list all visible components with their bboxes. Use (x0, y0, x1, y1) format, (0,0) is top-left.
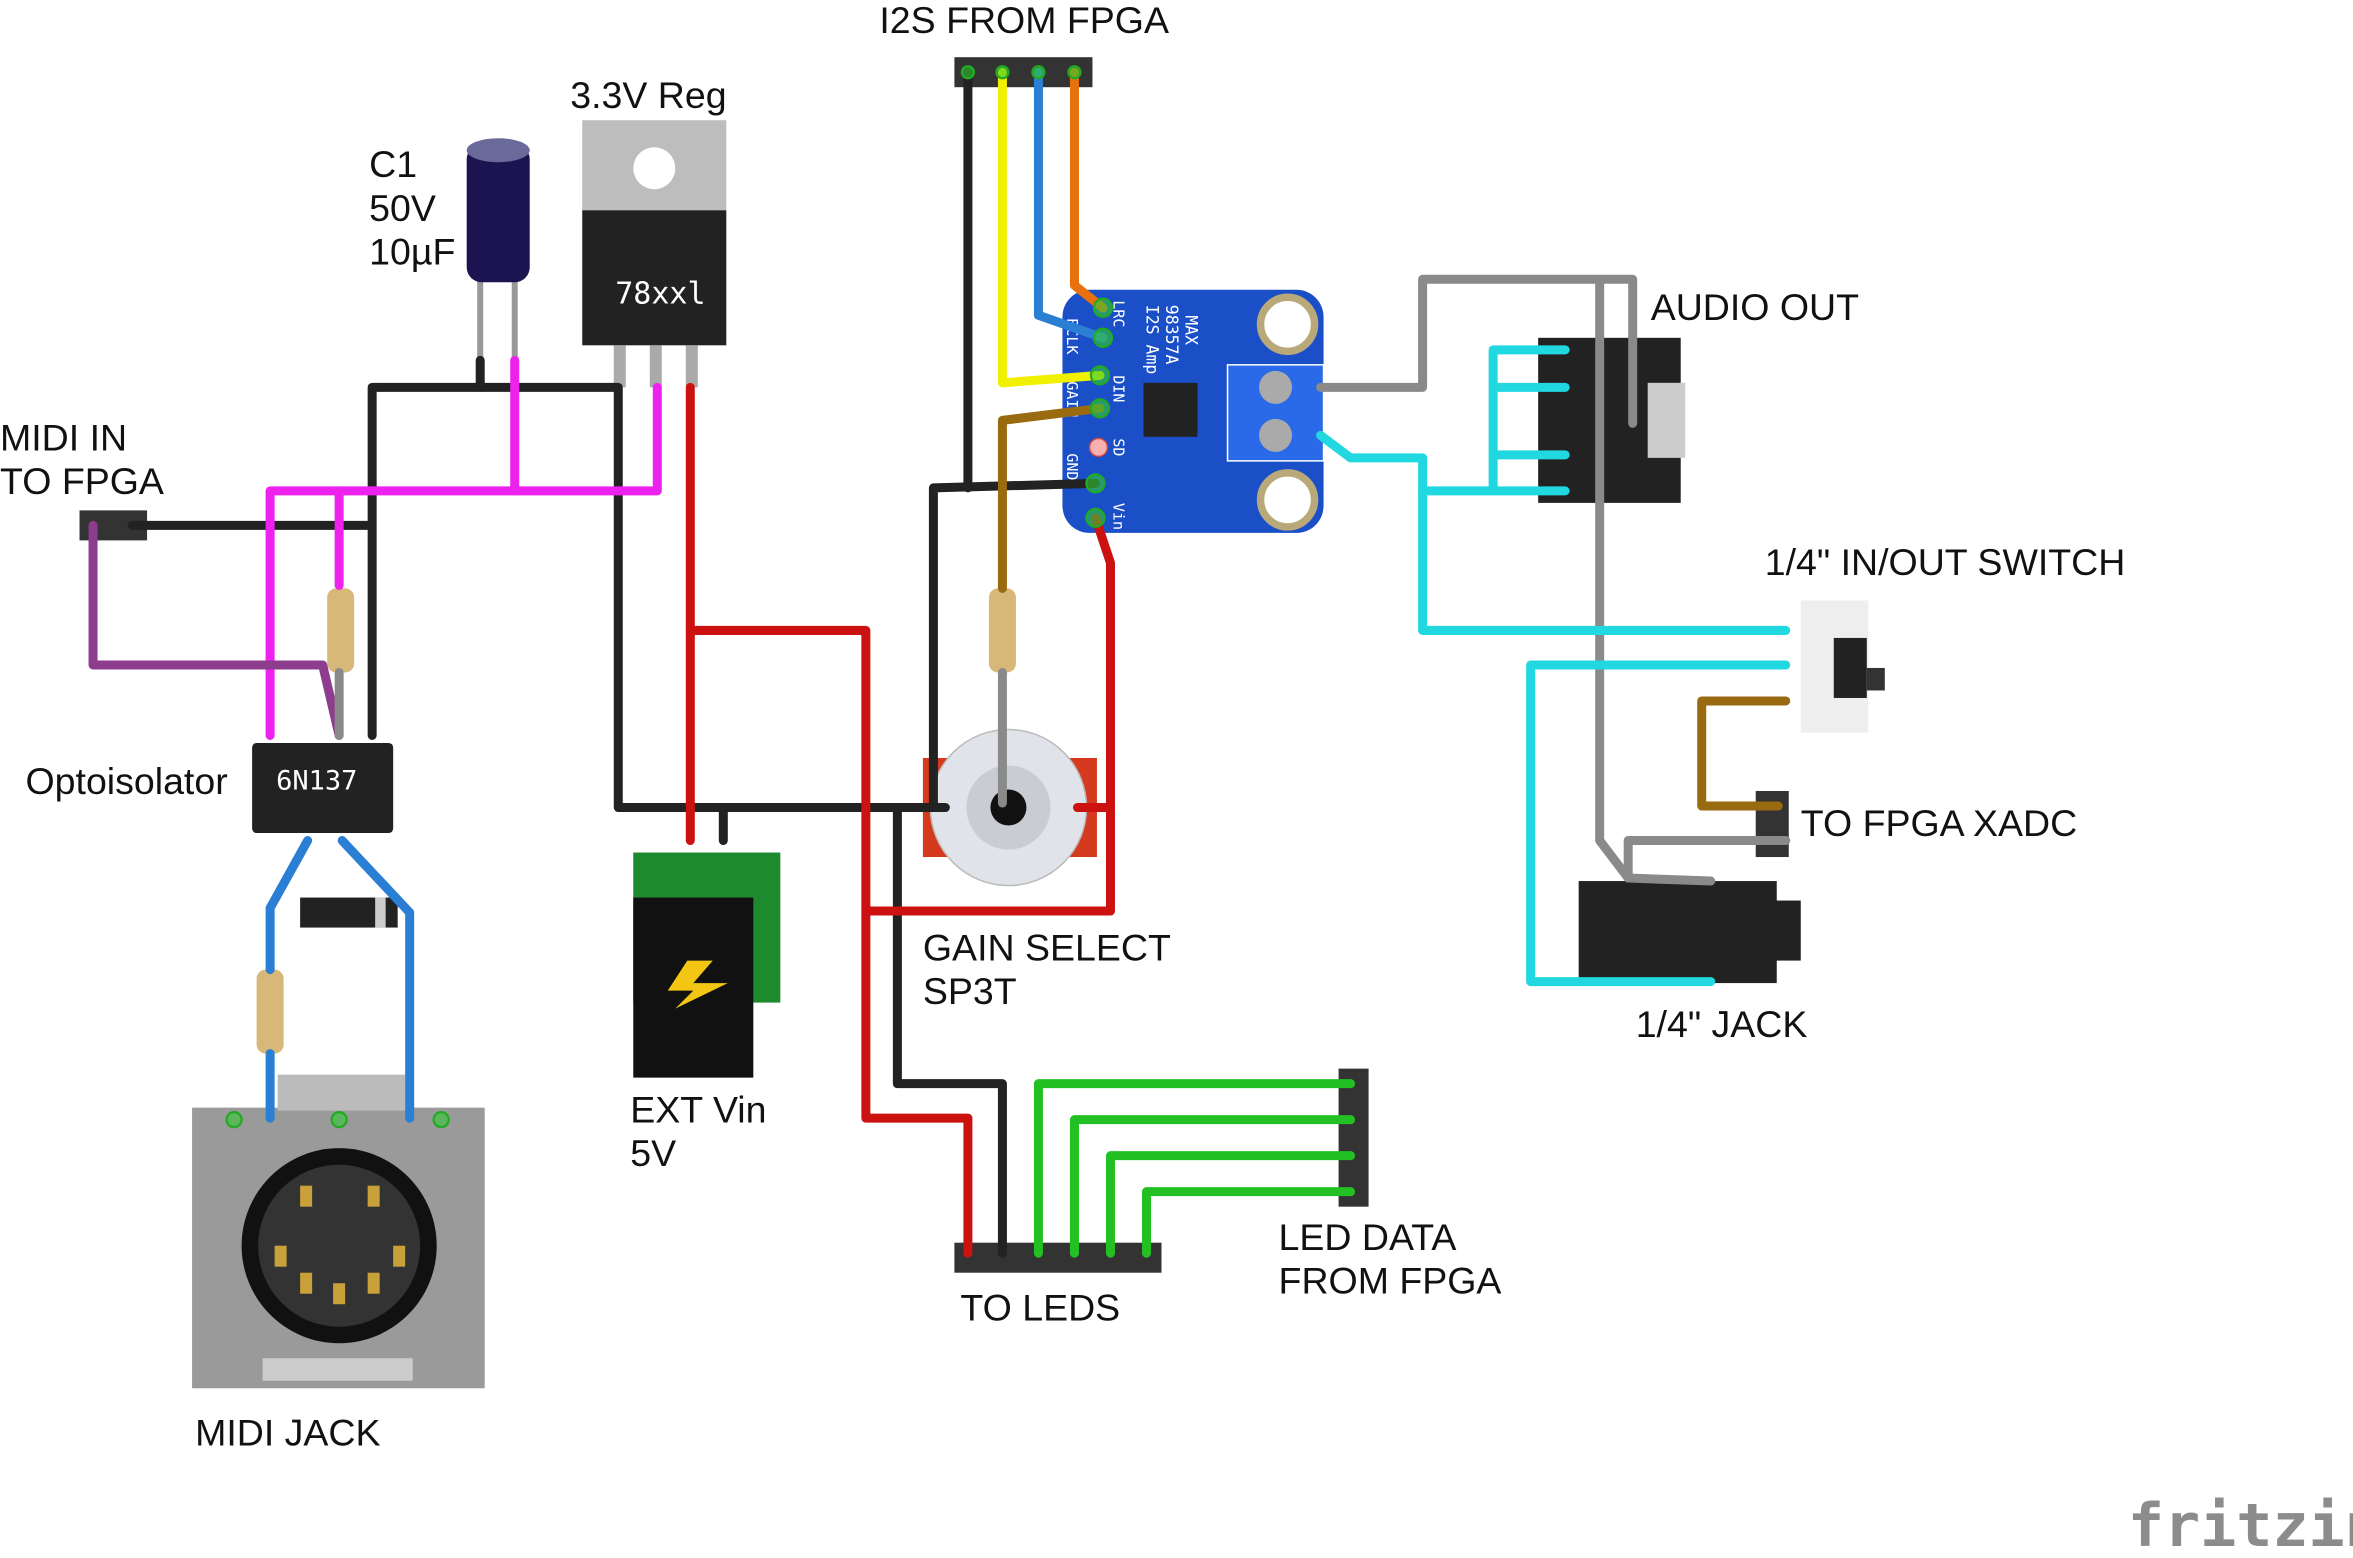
wire-cyan (1316, 430, 1791, 635)
label-midi-jack: MIDI JACK (195, 1411, 380, 1453)
quarter-inch-jack[interactable] (1578, 881, 1801, 984)
wire-black (475, 382, 950, 813)
label-midi-in-1: MIDI IN (0, 416, 127, 458)
wire-cyan (1526, 660, 1791, 987)
amp-pin-lrc: LRC (1109, 300, 1127, 327)
label-switch: 1/4" IN/OUT SWITCH (1765, 541, 2126, 583)
optoisolator-6n137[interactable]: 6N137 (252, 742, 394, 834)
amp-name-1: MAX (1182, 315, 1201, 345)
label-jack: 1/4" JACK (1636, 1003, 1808, 1045)
wire-blue (337, 836, 415, 1123)
label-ext-vin-1: EXT Vin (630, 1089, 766, 1131)
wire-yellow (997, 67, 1105, 388)
amp-name-3: I2S Amp (1142, 305, 1161, 375)
in-out-switch[interactable] (1800, 600, 1885, 733)
label-i2s: I2S FROM FPGA (879, 0, 1169, 41)
wire-magenta (265, 382, 662, 740)
label-midi-in-2: TO FPGA (0, 460, 164, 502)
label-xadc: TO FPGA XADC (1801, 802, 2077, 844)
label-led-data-1: LED DATA (1279, 1216, 1457, 1258)
amp-pin-vin: Vin (1109, 503, 1127, 530)
amp-name-2: 98357A (1162, 305, 1181, 365)
headers[interactable] (79, 57, 1789, 1273)
label-reg: 3.3V Reg (570, 74, 726, 116)
wire-gray (1595, 274, 1633, 883)
voltage-regulator[interactable]: 78xxl (582, 120, 727, 388)
label-ext-vin-2: 5V (630, 1132, 676, 1174)
wire-blue (1033, 67, 1108, 343)
label-cap-3: 10µF (369, 230, 455, 272)
svg-text:MAX: MAX (1182, 315, 1201, 345)
wire-red (861, 513, 1115, 916)
wire-gray (1623, 873, 1716, 886)
wire-purple (88, 520, 344, 740)
label-opto: Optoisolator (26, 760, 228, 802)
amp-pin-din: DIN (1109, 375, 1127, 402)
wire-green (1141, 1187, 1356, 1258)
label-led-data-2: FROM FPGA (1279, 1260, 1502, 1302)
dc-power-jack[interactable] (633, 852, 781, 1078)
wire-green (1105, 1151, 1356, 1258)
wire-black (892, 803, 1007, 1258)
wire-gray (1316, 274, 1638, 428)
wire-orange (1069, 67, 1108, 313)
pins (225, 65, 1114, 1129)
wires (88, 67, 1791, 1258)
rotary-switch-sp3t[interactable] (922, 728, 1097, 887)
wire-gray (1623, 836, 1791, 883)
audio-out-jack[interactable] (1538, 337, 1686, 503)
label-cap-1: C1 (369, 143, 417, 185)
wire-green (1069, 1115, 1356, 1258)
resistors (256, 588, 1016, 1054)
capacitor-c1[interactable] (466, 138, 530, 361)
label-to-leds: TO LEDS (960, 1287, 1120, 1329)
midi-jack[interactable] (192, 1074, 485, 1389)
wire-cyan (1488, 345, 1570, 496)
wire-green (1033, 1079, 1356, 1258)
wire-black (928, 478, 1100, 813)
opto-part-label: 6N137 (276, 766, 357, 797)
label-cap-2: 50V (369, 187, 436, 229)
label-gain-1: GAIN SELECT (923, 927, 1171, 969)
wire-red (685, 625, 973, 1258)
wire-blue (265, 836, 313, 975)
label-audio-out: AUDIO OUT (1651, 286, 1859, 328)
wire-brown (997, 403, 1105, 593)
svg-text:98357A: 98357A (1162, 305, 1181, 365)
svg-text:I2S Amp: I2S Amp (1142, 305, 1161, 375)
reg-part-label: 78xxl (615, 276, 705, 311)
amp-pin-sd: SD (1109, 438, 1127, 456)
label-gain-2: SP3T (923, 970, 1017, 1012)
i2s-amp-board[interactable]: MAX 98357A I2S Amp LRC BCLK DIN GAIN SD … (1062, 289, 1325, 533)
wire-brown (1697, 696, 1791, 811)
wire-black (367, 355, 485, 740)
fritzing-logo: fritzing (2128, 1491, 2353, 1558)
amp-pin-gnd: GND (1063, 453, 1081, 480)
